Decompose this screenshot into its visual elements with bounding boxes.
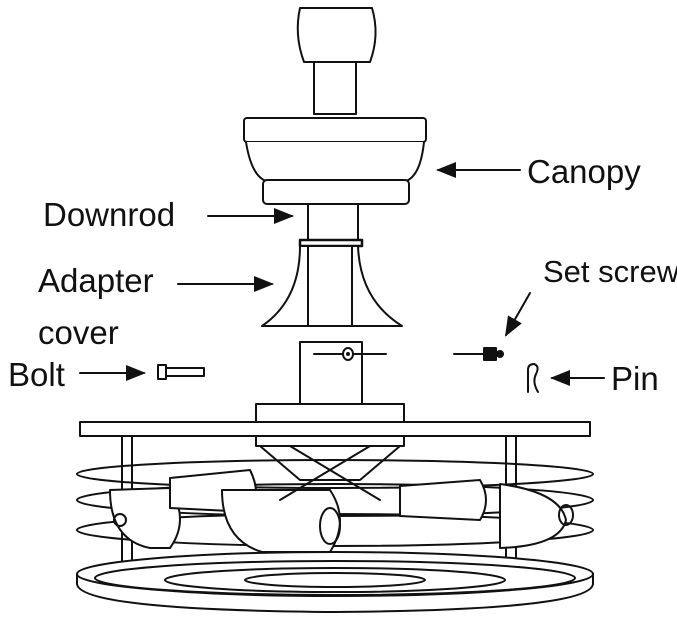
canopy-label: Canopy [527, 153, 641, 190]
bolt-part [157, 364, 205, 380]
mounting-ball [296, 7, 377, 115]
fan-cage [76, 421, 594, 613]
set-screw-label: Set screw [543, 254, 677, 289]
set-screw-part [453, 347, 504, 361]
set-screw-leader [505, 292, 531, 337]
downrod-lower [299, 341, 387, 405]
canopy [243, 117, 427, 205]
downrod-label: Downrod [43, 196, 176, 233]
downrod [298, 203, 364, 248]
pin-label: Pin [611, 360, 659, 397]
adapter-cover [261, 245, 403, 327]
pin-part [527, 363, 539, 393]
adapter-cover-label-line2: cover [38, 314, 119, 351]
adapter-cover-label-line1: Adapter [38, 262, 154, 299]
bolt-label: Bolt [8, 356, 65, 393]
